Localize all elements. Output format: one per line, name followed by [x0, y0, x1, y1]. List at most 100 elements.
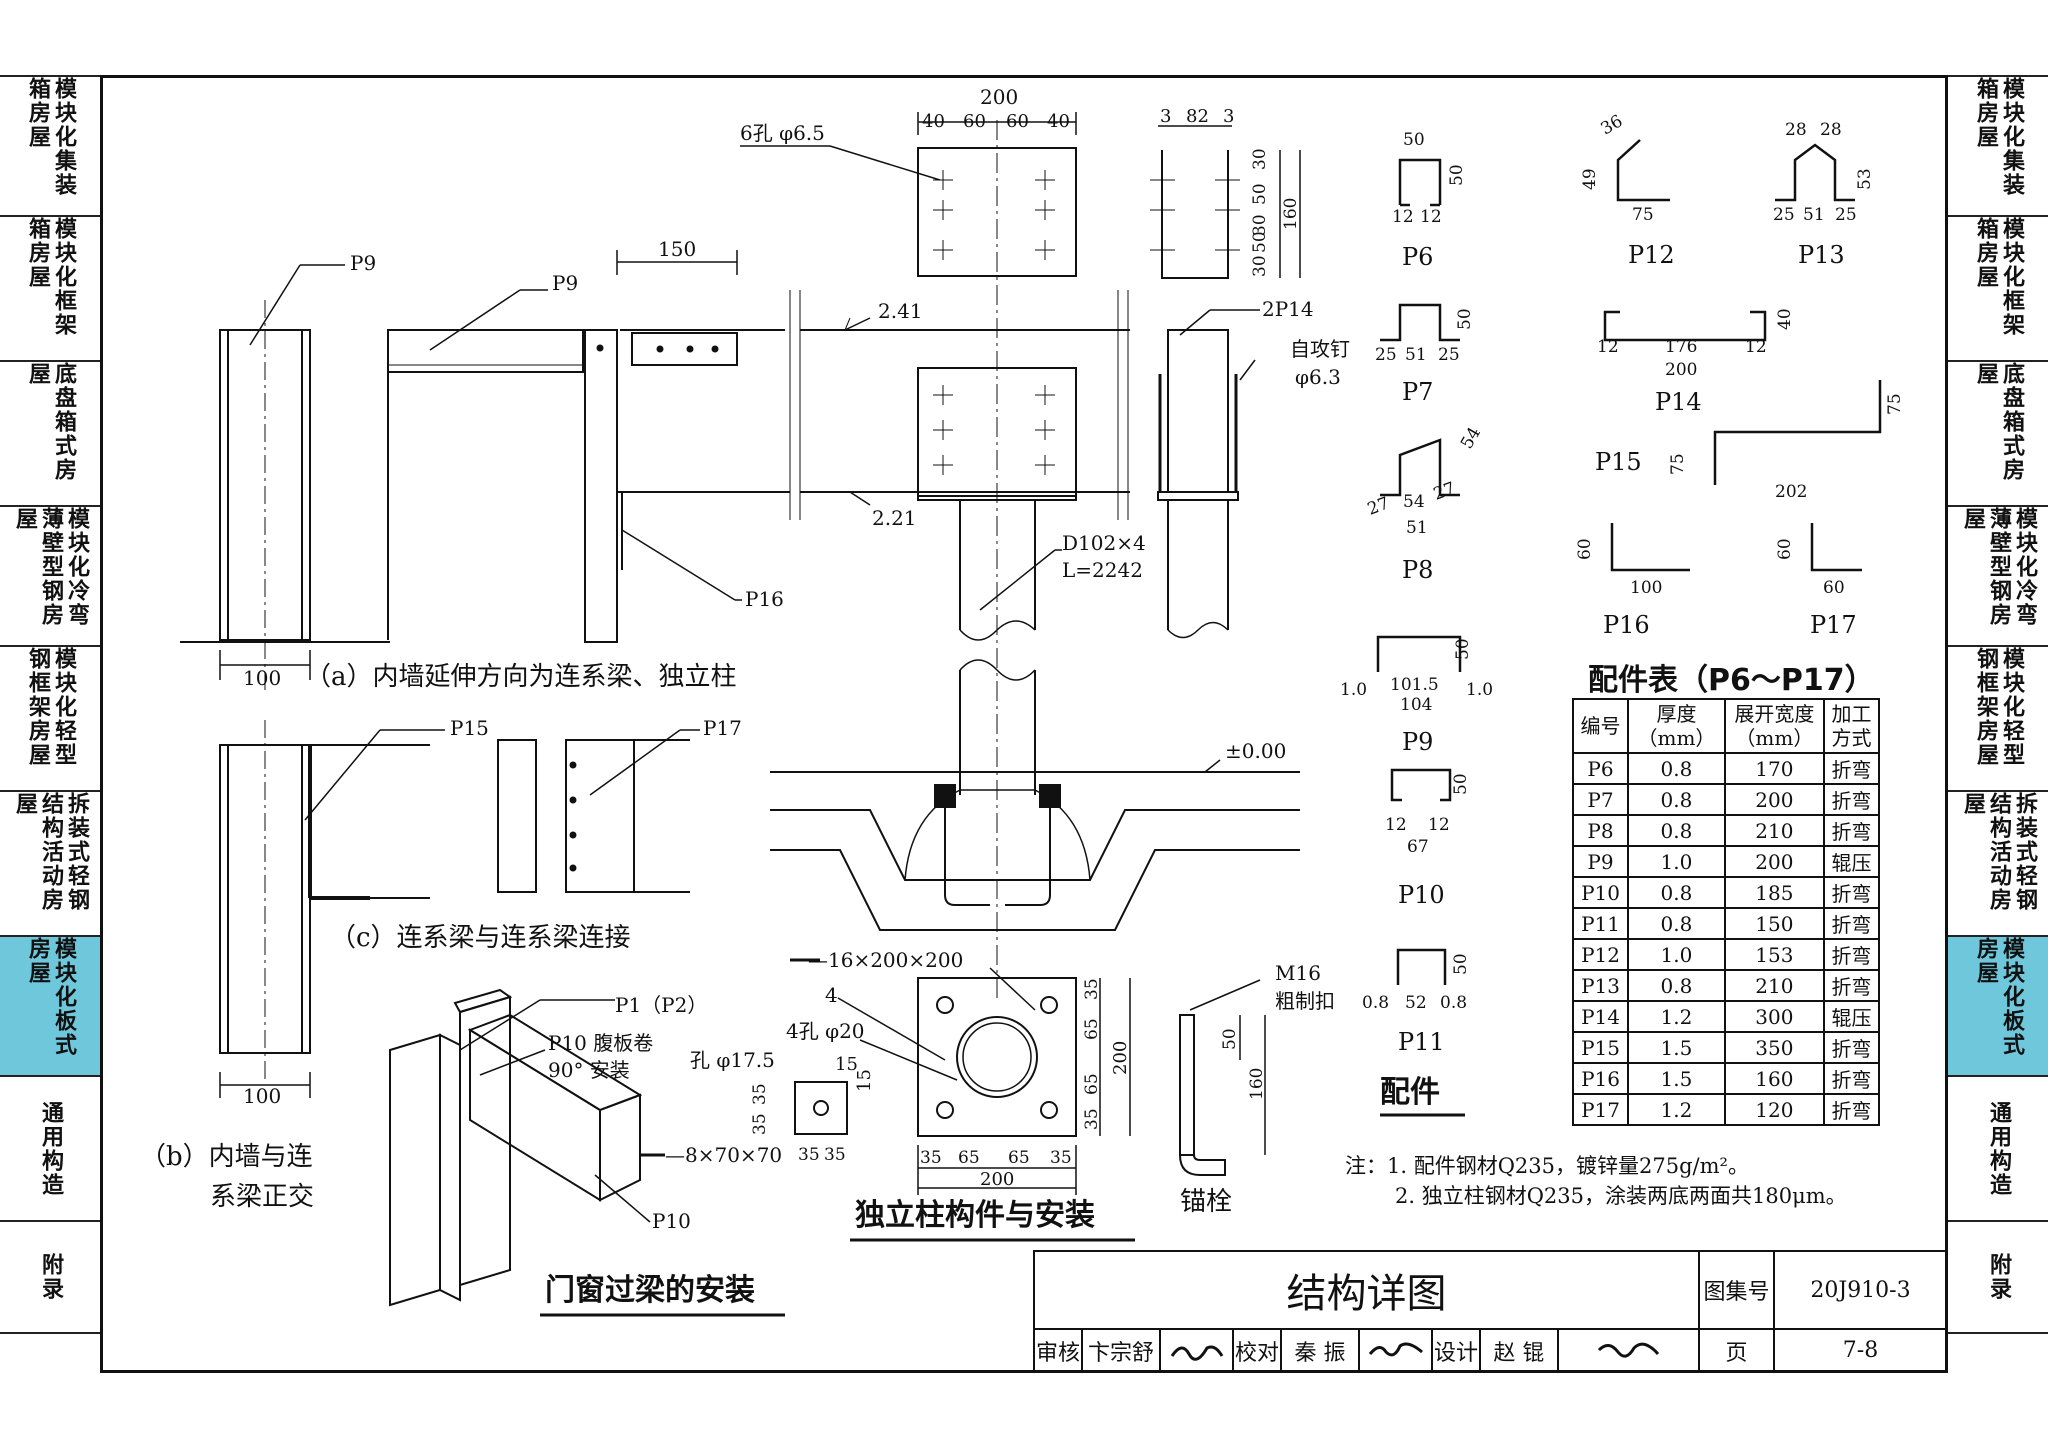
caption-a: （a）内墙延伸方向为连系梁、独立柱 [305, 662, 737, 692]
sidebar-bottom-rule [0, 1332, 100, 1334]
plate-8: —8×70×70 [665, 1143, 782, 1167]
drawing-frame [100, 75, 1948, 1373]
caption-b-line1: （b）内墙与连 [140, 1142, 313, 1172]
chapter-tab-left-8[interactable]: 附录 [0, 1220, 100, 1332]
dim-15-b: 15 [854, 1069, 875, 1092]
chapter-tab-right-1[interactable]: 模块化框架箱房屋 [1948, 215, 2048, 360]
door-lintel: P1（P2） P10 腹板卷 90° 安装 P10 门窗过梁的安装 [389, 988, 785, 1317]
chapter-tab-label: 拆装式轻钢结构活动房屋 [1960, 792, 2037, 912]
header-line: （mm） [1637, 726, 1716, 750]
table-cell: 153 [1723, 938, 1825, 971]
dim-right-35-a: 35 [1082, 978, 1102, 1000]
dim-base-65-a: 65 [958, 1148, 980, 1168]
header-line: 厚度 [1656, 702, 1697, 726]
pipe-spec: D102×4 [1062, 531, 1146, 555]
p11-dim-h: 50 [1451, 953, 1471, 975]
chapter-tab-left-6[interactable]: 模块化板式房屋 [0, 935, 100, 1075]
plate-16: —16×200×200 [808, 948, 963, 972]
p7-dim-b: 51 [1405, 345, 1427, 365]
p10-dim-l: 12 [1385, 815, 1407, 835]
pipe-length: L=2242 [1062, 558, 1143, 582]
p13-dim-h: 53 [1855, 168, 1875, 190]
design-signature [1597, 1342, 1659, 1358]
table-cell: P17 [1571, 1093, 1630, 1126]
p15-dim-web: 202 [1775, 482, 1807, 502]
chapter-tab-right-5[interactable]: 拆装式轻钢结构活动房屋 [1948, 790, 2048, 935]
drawing-title: 结构详图 [1286, 1271, 1447, 1317]
table-cell: 0.8 [1627, 814, 1726, 847]
dim-200-top: 200 [980, 85, 1018, 109]
table-cell: 1.5 [1627, 1062, 1726, 1095]
chapter-tab-left-5[interactable]: 拆装式轻钢结构活动房屋 [0, 790, 100, 935]
p7-name: P7 [1402, 378, 1433, 406]
page-no-cell: 7-8 [1773, 1328, 1948, 1373]
p12-dim-h: 49 [1580, 168, 1600, 190]
chapter-tab-label: 底盘箱式房屋 [25, 362, 76, 482]
chapter-tab-right-3[interactable]: 模块化冷弯薄壁型钢房屋 [1948, 505, 2048, 645]
chapter-tab-right-6[interactable]: 模块化板式房屋 [1948, 935, 2048, 1075]
table-cell: 1.5 [1627, 1031, 1726, 1064]
p8-dim-diag: 54 [1457, 424, 1485, 453]
chapter-tab-right-0[interactable]: 模块化集装箱房屋 [1948, 75, 2048, 215]
header-line: 加工 [1831, 702, 1872, 726]
elev-0-00: ±0.00 [1225, 739, 1286, 763]
table-cell: 170 [1723, 752, 1825, 785]
p16-dim-w: 100 [1630, 578, 1662, 598]
chapter-tab-right-2[interactable]: 底盘箱式房屋 [1948, 360, 2048, 505]
p13-dim-d: 51 [1803, 205, 1825, 225]
chapter-tab-left-3[interactable]: 模块化冷弯薄壁型钢房屋 [0, 505, 100, 645]
chapter-tab-left-7[interactable]: 通用构造 [0, 1075, 100, 1220]
table-cell: 0.8 [1627, 876, 1726, 909]
dim-35-d: 35 [824, 1145, 846, 1165]
dim-30-mid: 30 [1250, 214, 1270, 236]
table-cell: 350 [1723, 1031, 1825, 1064]
p8-dim-c: 27 [1431, 479, 1458, 505]
p10-dim-web: 67 [1407, 837, 1429, 857]
p13-dim-c: 25 [1773, 205, 1795, 225]
table-cell: 200 [1723, 845, 1825, 878]
table-cell: 120 [1723, 1093, 1825, 1126]
table-cell: 折弯 [1822, 938, 1881, 971]
chapter-tab-label: 附录 [38, 1253, 63, 1301]
label-4: 4 [825, 983, 838, 1007]
parts-table-header: 厚度（mm） [1627, 698, 1726, 754]
check-signature-cell [1358, 1328, 1433, 1373]
note-1: 注：1. 配件钢材Q235，镀锌量275g/m²。 [1345, 1154, 1749, 1178]
header-line: （mm） [1735, 726, 1814, 750]
chapter-tab-label: 模块化轻型钢框架房屋 [1973, 647, 2024, 767]
table-cell: 折弯 [1822, 752, 1881, 785]
table-cell: P8 [1571, 814, 1630, 847]
table-cell: 0.8 [1627, 752, 1726, 785]
label-screw: 自攻钉 [1290, 337, 1350, 361]
chapter-tab-right-8[interactable]: 附录 [1948, 1220, 2048, 1332]
p6-name: P6 [1402, 243, 1433, 271]
dim-35-a: 35 [750, 1083, 770, 1105]
chapter-tab-left-1[interactable]: 模块化框架箱房屋 [0, 215, 100, 360]
review-name: 卞宗舒 [1087, 1340, 1154, 1366]
column-detail: 200 40 60 60 40 6孔 φ6.5 3 82 3 30 50 30 … [640, 85, 1350, 1242]
chapter-tab-right-4[interactable]: 模块化轻型钢框架房屋 [1948, 645, 2048, 790]
p17-name: P17 [1810, 611, 1857, 639]
caption-door: 门窗过梁的安装 [545, 1273, 755, 1308]
p9-dim-total: 104 [1400, 695, 1432, 715]
p11-name: P11 [1398, 1028, 1445, 1056]
caption-c: （c）连系梁与连系梁连接 [330, 923, 631, 953]
chapter-tab-label: 模块化框架箱房屋 [1973, 217, 2024, 337]
dim-35-b: 35 [750, 1113, 770, 1135]
dim-15-a: 15 [835, 1054, 858, 1075]
table-cell: 折弯 [1822, 907, 1881, 940]
p8-dim-a: 27 [1365, 494, 1392, 520]
chapter-tab-left-4[interactable]: 模块化轻型钢框架房屋 [0, 645, 100, 790]
chapter-tab-right-7[interactable]: 通用构造 [1948, 1075, 2048, 1220]
chapter-tab-left-2[interactable]: 底盘箱式房屋 [0, 360, 100, 505]
p9-name: P9 [1402, 728, 1433, 756]
design-label-cell: 设计 [1431, 1328, 1481, 1373]
anchor-thread: 粗制扣 [1275, 989, 1335, 1013]
table-cell: 辊压 [1822, 1000, 1881, 1033]
anchor-dim-160: 160 [1247, 1068, 1267, 1100]
chapter-tab-left-0[interactable]: 模块化集装箱房屋 [0, 75, 100, 215]
